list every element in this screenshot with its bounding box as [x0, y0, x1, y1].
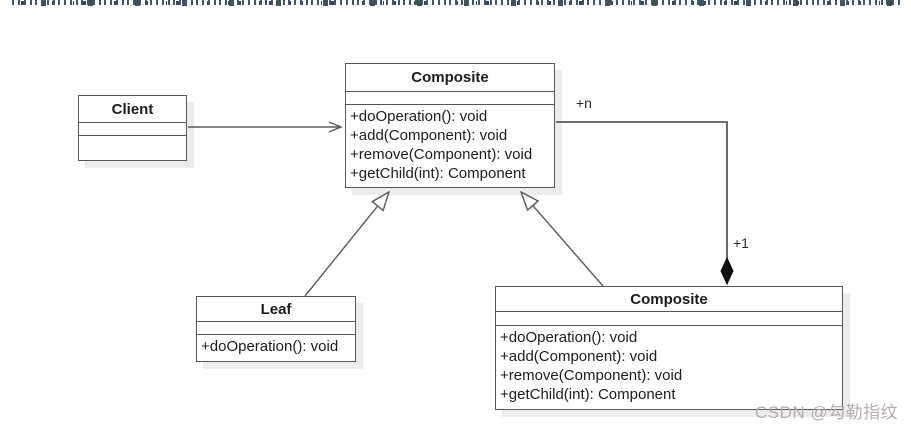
method-item: +add(Component): void	[350, 127, 508, 144]
methods-compartment	[79, 136, 186, 138]
watermark: CSDN @勾勒指纹	[755, 403, 899, 422]
method-item: +doOperation(): void	[500, 329, 638, 346]
generalization-leaf-to-composite	[304, 192, 389, 297]
methods-compartment: +doOperation(): void	[197, 335, 355, 356]
uml-class-composite-bottom: Composite +doOperation(): void +add(Comp…	[495, 286, 843, 410]
class-title: Client	[79, 96, 186, 123]
composition-connector	[556, 121, 727, 284]
methods-compartment: +doOperation(): void +add(Component): vo…	[496, 326, 842, 404]
clipped-text-row	[12, 0, 900, 6]
uml-class-leaf: Leaf +doOperation(): void	[196, 296, 356, 362]
method-item: +remove(Component): void	[500, 367, 683, 384]
attributes-compartment	[496, 312, 842, 326]
uml-class-client: Client	[78, 95, 187, 161]
method-item: +getChild(int): Component	[500, 386, 676, 403]
attributes-compartment	[79, 123, 186, 136]
method-item: +getChild(int): Component	[350, 165, 526, 182]
class-title: Composite	[496, 287, 842, 312]
method-item: +doOperation(): void	[350, 108, 488, 125]
class-title: Composite	[346, 64, 554, 92]
attributes-compartment	[346, 92, 554, 105]
attributes-compartment	[197, 322, 355, 335]
method-item: +add(Component): void	[500, 348, 658, 365]
class-title: Leaf	[197, 297, 355, 322]
methods-compartment: +doOperation(): void +add(Component): vo…	[346, 105, 554, 183]
multiplicity-label-n: +n	[576, 95, 592, 111]
method-item: +remove(Component): void	[350, 146, 533, 163]
generalization-composite-bottom-to-composite	[521, 192, 604, 287]
multiplicity-label-1: +1	[733, 235, 749, 251]
method-item: +doOperation(): void	[201, 338, 339, 355]
uml-class-composite-top: Composite +doOperation(): void +add(Comp…	[345, 63, 555, 188]
